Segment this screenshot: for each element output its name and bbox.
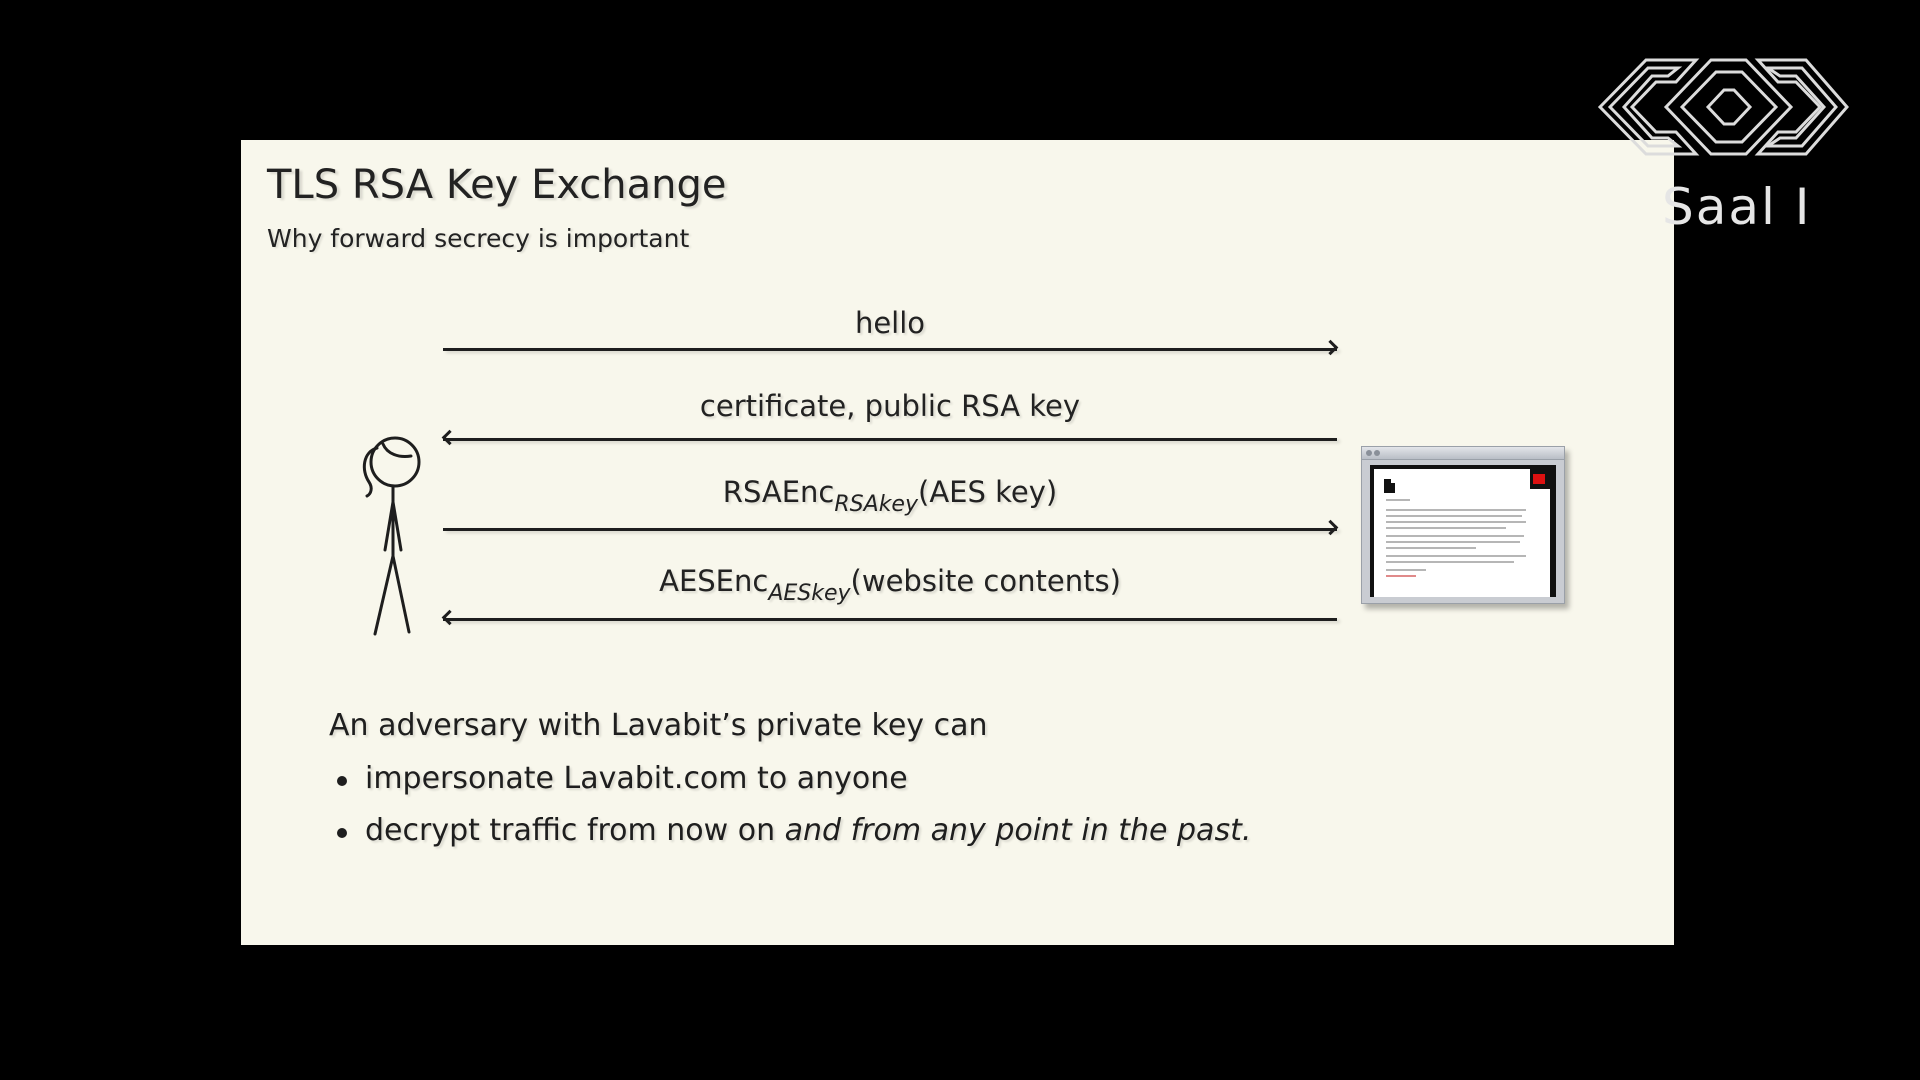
page-text-line bbox=[1386, 509, 1526, 511]
arrowhead-left-icon bbox=[441, 429, 458, 446]
page-text-line bbox=[1386, 569, 1426, 571]
arrow-left-aesenc bbox=[441, 609, 1337, 626]
red-badge-icon bbox=[1530, 469, 1550, 489]
slide: TLS RSA Key Exchange Why forward secrecy… bbox=[241, 140, 1674, 945]
page-text-line bbox=[1386, 521, 1526, 523]
page-text-line bbox=[1386, 515, 1522, 517]
rsaenc-main: RSAEnc bbox=[722, 475, 835, 509]
bullet-icon bbox=[337, 828, 347, 838]
page-text-line bbox=[1386, 555, 1526, 557]
arrowhead-right-icon bbox=[1322, 339, 1339, 356]
lead-text: An adversary with Lavabit’s private key … bbox=[329, 708, 988, 743]
bullet-emphasis: and from any point in the past. bbox=[784, 813, 1252, 848]
page-text-line bbox=[1386, 561, 1514, 563]
page-text-line bbox=[1386, 535, 1524, 537]
aesenc-tail: (website contents) bbox=[850, 564, 1121, 598]
browser-titlebar bbox=[1362, 447, 1564, 460]
bullet-item: decrypt traffic from now on and from any… bbox=[337, 813, 1252, 848]
slide-subtitle: Why forward secrecy is important bbox=[267, 224, 690, 253]
page-text-line bbox=[1386, 527, 1506, 529]
message-label-rsaenc: RSAEncRSAkey(AES key) bbox=[443, 475, 1337, 517]
browser-page bbox=[1370, 465, 1556, 597]
rsaenc-tail: (AES key) bbox=[918, 475, 1058, 509]
bullet-text: decrypt traffic from now on bbox=[365, 813, 785, 848]
aesenc-subscript: AESkey bbox=[768, 581, 851, 606]
slide-title: TLS RSA Key Exchange bbox=[267, 162, 727, 208]
bullet-item: impersonate Lavabit.com to anyone bbox=[337, 761, 908, 796]
message-label-certificate: certificate, public RSA key bbox=[699, 389, 1081, 423]
arrow-right-hello bbox=[443, 339, 1339, 356]
page-text-line bbox=[1386, 541, 1520, 543]
arrow-right-rsaenc bbox=[443, 519, 1339, 536]
arrowhead-left-icon bbox=[441, 609, 458, 626]
page-text-line bbox=[1386, 499, 1410, 501]
arrow-left-certificate bbox=[441, 429, 1337, 446]
message-label-aesenc: AESEncAESkey(website contents) bbox=[443, 564, 1337, 606]
rsaenc-subscript: RSAkey bbox=[834, 492, 918, 517]
window-control-icon bbox=[1374, 450, 1380, 456]
browser-window-icon bbox=[1361, 446, 1565, 604]
window-control-icon bbox=[1366, 450, 1372, 456]
room-label: Saal I bbox=[1662, 178, 1812, 236]
page-text-line bbox=[1386, 547, 1476, 549]
page-text-line bbox=[1386, 575, 1416, 577]
stick-figure-icon bbox=[362, 436, 421, 636]
document-icon bbox=[1384, 479, 1395, 493]
bullet-icon bbox=[337, 776, 347, 786]
aesenc-main: AESEnc bbox=[659, 564, 769, 598]
bullet-text: impersonate Lavabit.com to anyone bbox=[365, 761, 908, 796]
arrowhead-right-icon bbox=[1322, 519, 1339, 536]
event-logo-icon bbox=[1597, 58, 1849, 156]
message-label-hello: hello bbox=[854, 306, 926, 340]
